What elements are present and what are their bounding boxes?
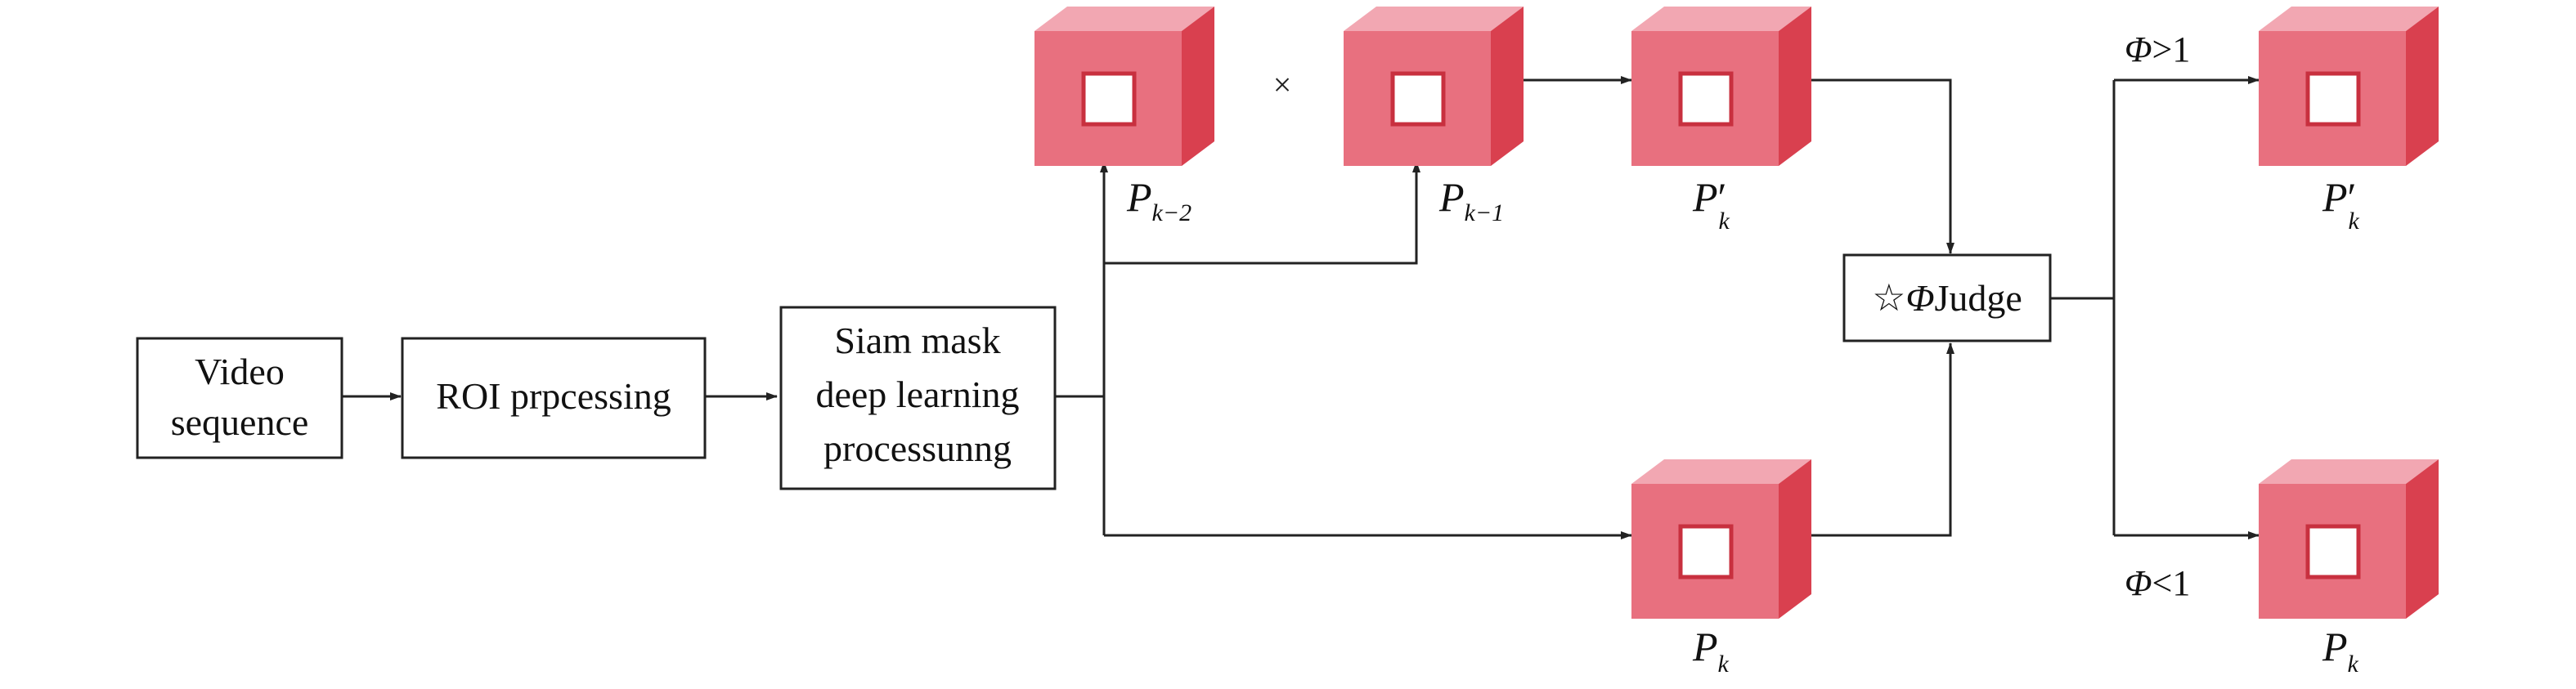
box-roi-processing: ROI prpcessing xyxy=(401,337,707,459)
roi-label: ROI prpcessing xyxy=(436,375,671,417)
siam-label-line3: processunng xyxy=(824,427,1012,469)
arrow-pk-to-judge xyxy=(1807,342,1954,537)
condition-phi-less-1: Φ<1 xyxy=(2125,563,2190,603)
cube-pk1 xyxy=(1344,7,1524,166)
video-label-line2: sequence xyxy=(171,401,309,443)
cube-pk2 xyxy=(1034,7,1214,166)
multiply-symbol: × xyxy=(1273,66,1292,103)
siam-label-line1: Siam mask xyxy=(834,320,1000,361)
cube-pk-bottom xyxy=(1631,459,1811,619)
judge-label: ☆ΦJudge xyxy=(1872,277,2022,319)
siam-label-line2: deep learning xyxy=(815,374,1019,415)
arrow-to-pk1 xyxy=(1104,161,1420,265)
cube-pkprime-top xyxy=(1631,7,1811,166)
arrow-pkprime-to-judge xyxy=(1807,78,1954,254)
label-pk2: Pk−2 xyxy=(1126,174,1192,226)
cube-pkprime-right xyxy=(2259,7,2439,166)
connectors xyxy=(342,76,2260,539)
label-pk-bottom: Pk xyxy=(1692,624,1730,678)
label-pk1: Pk−1 xyxy=(1438,174,1504,226)
box-siam-mask: Siam mask deep learning processunng xyxy=(779,306,1057,490)
star-icon: ☆ xyxy=(1872,277,1905,319)
cube-pk-right xyxy=(2259,459,2439,619)
label-pkprime-top: P′k xyxy=(1692,174,1730,235)
label-pkprime-right: P′k xyxy=(2322,174,2359,235)
box-video-sequence: Video sequence xyxy=(136,337,343,459)
condition-phi-greater-1: Φ>1 xyxy=(2125,29,2190,69)
video-label-line1: Video xyxy=(195,351,285,392)
label-pk-right: Pk xyxy=(2322,624,2359,678)
box-phi-judge: ☆ΦJudge xyxy=(1842,253,2052,342)
